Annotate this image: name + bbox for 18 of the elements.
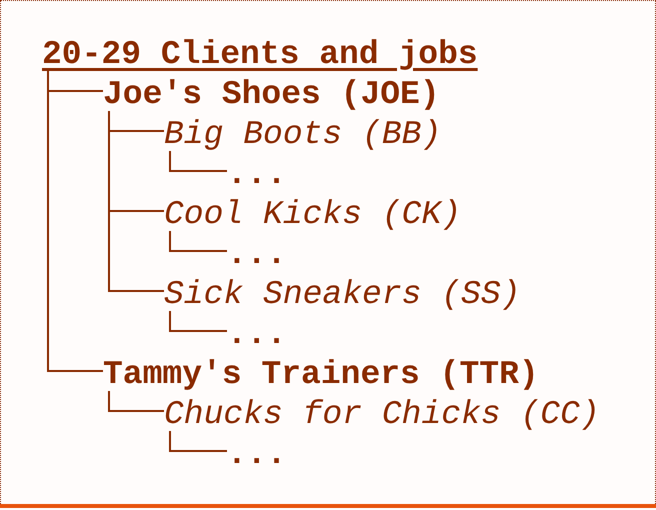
tree-line xyxy=(47,71,103,372)
tree-line xyxy=(169,431,227,452)
job-label: Big Boots (BB) xyxy=(164,115,442,155)
tree-line xyxy=(169,311,227,332)
tree-line xyxy=(169,151,227,172)
client-label: Tammy's Trainers (TTR) xyxy=(103,355,539,395)
ellipsis-label: ... xyxy=(227,155,286,195)
tree-line xyxy=(108,111,164,292)
ellipsis-label: ... xyxy=(227,435,286,475)
tree-root-label: 20-29 Clients and jobs xyxy=(42,35,478,75)
tree-line xyxy=(169,231,227,252)
tree-line xyxy=(108,391,164,412)
ellipsis-label: ... xyxy=(227,235,286,275)
ellipsis-label: ... xyxy=(227,315,286,355)
job-label: Cool Kicks (CK) xyxy=(164,195,462,235)
job-label: Chucks for Chicks (CC) xyxy=(164,395,600,435)
job-label: Sick Sneakers (SS) xyxy=(164,275,520,315)
client-label: Joe's Shoes (JOE) xyxy=(103,75,440,115)
